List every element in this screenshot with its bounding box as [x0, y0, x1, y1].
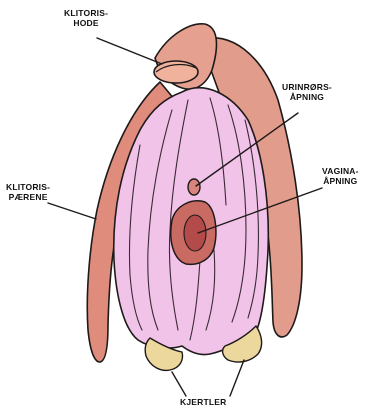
- label-glands: KJERTLER: [180, 397, 226, 407]
- label-vaginal-opening: VAGINA- ÅPNING: [322, 166, 359, 186]
- leader-line-gland-right: [230, 360, 244, 396]
- label-clitoral-legs: KLITORIS- PÆRENE: [6, 182, 50, 202]
- vaginal-opening-inner: [184, 215, 206, 251]
- leader-line-gland-left: [172, 372, 186, 396]
- leader-line-clitoral-legs: [48, 203, 96, 219]
- urethral-opening: [188, 179, 200, 195]
- label-clitoral-glans: KLITORIS- HODE: [64, 8, 108, 28]
- label-urethral-opening: URINRØRS- ÅPNING: [282, 82, 332, 102]
- leader-line-clitoral-glans: [97, 38, 162, 64]
